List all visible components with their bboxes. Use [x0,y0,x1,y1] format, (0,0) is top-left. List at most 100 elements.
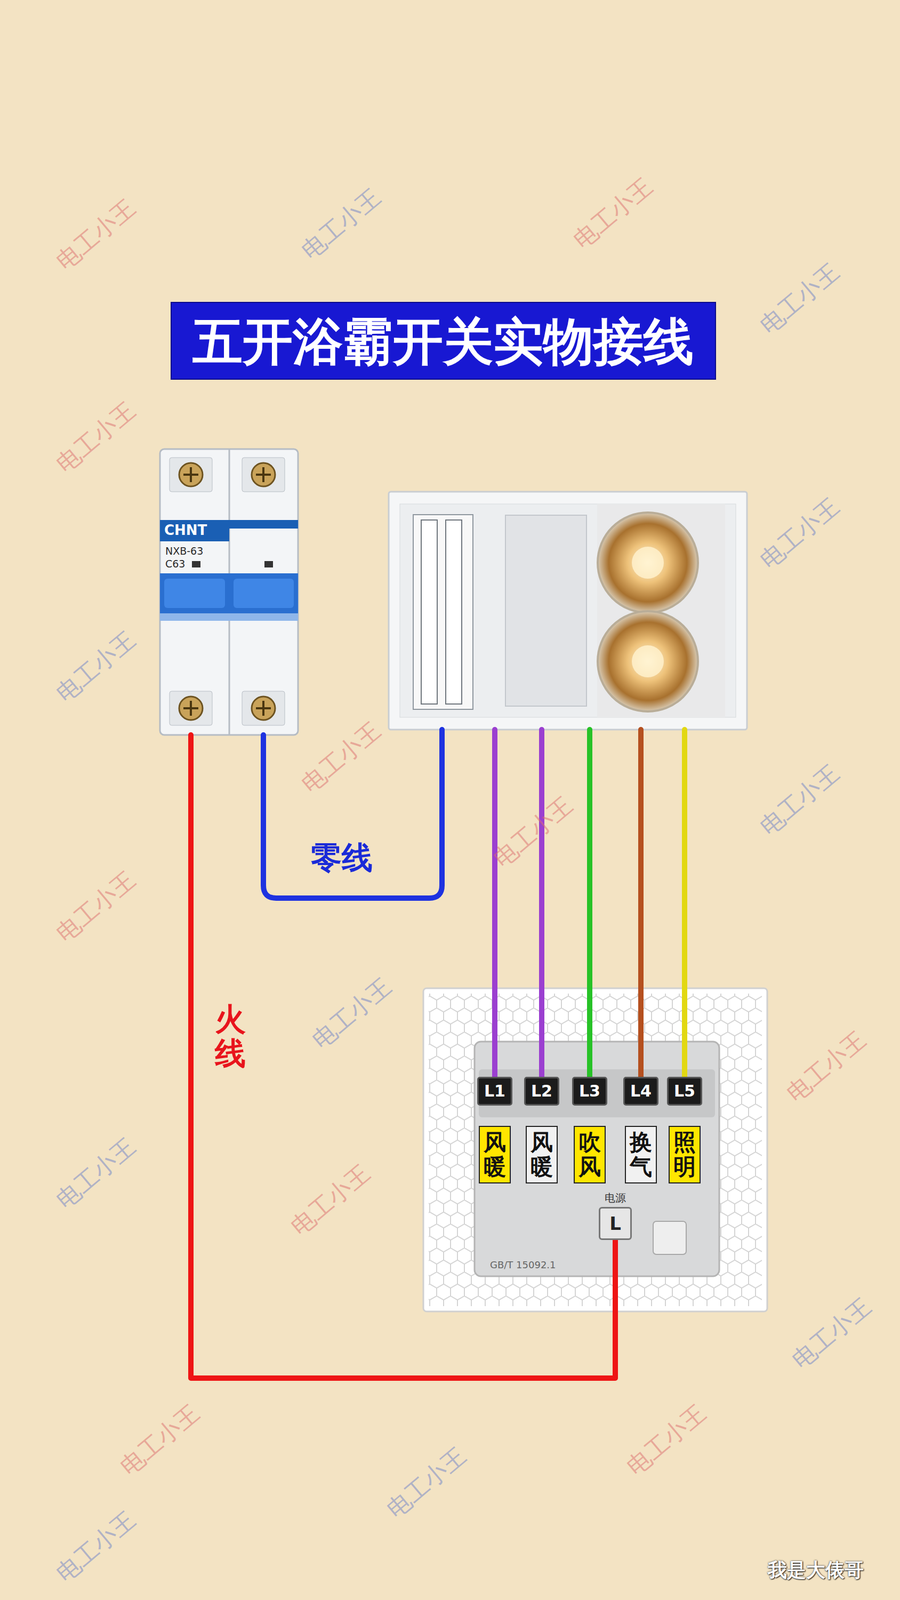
bath-heater-drawing [597,503,726,718]
watermark: 电工小王 [50,1130,143,1216]
bath-heater-drawing [597,512,698,613]
wire [587,729,593,1077]
circuit-breaker-drawing [164,578,225,608]
bath-heater-drawing [399,503,736,718]
bath-heater-drawing [388,491,747,730]
circuit-breaker-drawing [255,700,271,716]
switch-panel-drawing [478,1069,715,1118]
function-name: 风暖 [530,1129,553,1179]
standard-code: GB/T 15092.1 [489,1258,557,1271]
circuit-breaker-drawing [159,573,299,614]
watermark: 电工小王 [785,1290,879,1376]
author-mark: 我是大俵哥 [767,1556,864,1583]
breaker-marking: C63 [165,557,186,570]
watermark: 电工小王 [50,864,143,949]
watermark: 电工小王 [753,757,847,842]
breaker-marking: CHNT [164,521,207,539]
circuit-breaker-drawing [191,560,201,568]
watermark: 电工小王 [753,256,847,341]
terminal-box: L2 [524,1076,560,1106]
function-tag: 换气 [624,1125,657,1184]
circuit-breaker-drawing [183,700,199,716]
terminal-name: L4 [630,1081,652,1101]
function-name: 照明 [673,1129,696,1179]
breaker-marking: NXB-63 [165,544,204,558]
wire-label: 零线 [310,837,373,879]
circuit-breaker-drawing [159,613,299,621]
terminal-box: L5 [667,1076,703,1106]
switch-panel-drawing [423,987,768,1312]
function-tag: 风暖 [478,1125,511,1184]
live-wire [190,734,616,1378]
circuit-breaker-drawing [233,578,294,608]
function-tag: 照明 [668,1125,701,1184]
circuit-breaker-drawing [255,467,271,482]
watermark: 电工小王 [487,789,580,874]
switch-panel-drawing [474,1041,720,1276]
watermark: 电工小王 [50,395,143,480]
bath-heater-drawing [505,515,587,706]
bath-heater-drawing [413,514,473,710]
circuit-breaker-drawing [169,690,213,726]
watermark: 电工小王 [380,1440,473,1525]
switch-panel: GB/T 15092.1L1L2L3L4L5风暖风暖吹风换气照明电源L [423,987,768,1312]
circuit-breaker-drawing [159,519,230,542]
function-tag: 风暖 [525,1125,558,1184]
wire [681,729,688,1077]
watermark: 电工小王 [780,1024,873,1109]
switch-panel-drawing [653,1220,687,1255]
terminal-name: L2 [531,1081,553,1101]
circuit-breaker: CHNT NXB-63C63 [159,448,299,735]
circuit-breaker-drawing [251,462,276,487]
wire [492,729,498,1077]
wire [539,729,545,1077]
bath-heater-drawing [631,645,664,678]
wire [638,729,644,1077]
circuit-breaker-drawing [251,696,276,720]
function-tag: 吹风 [573,1125,606,1184]
circuit-breaker-drawing [183,467,199,482]
circuit-breaker-drawing [169,457,213,492]
watermark: 电工小王 [306,970,399,1056]
power-terminal: 电源L [598,1190,632,1240]
circuit-breaker-drawing [159,448,299,735]
terminal-box: L3 [572,1076,608,1106]
watermark: 电工小王 [50,1504,143,1589]
bath-heater-drawing [631,546,664,579]
bath-heater-drawing [445,519,462,704]
bath-heater-drawing [421,519,438,704]
watermark: 电工小王 [295,181,388,267]
watermark: 电工小王 [284,1157,377,1242]
watermark: 电工小王 [753,491,847,576]
circuit-breaker-drawing [159,448,299,735]
watermark: 电工小王 [50,624,143,709]
watermark: 电工小王 [567,171,660,256]
switch-panel-drawing [428,993,762,1306]
bath-heater-drawing [388,491,747,730]
circuit-breaker-drawing [242,457,285,492]
watermark: 电工小王 [50,192,143,277]
function-name: 换气 [629,1129,653,1179]
watermark: 电工小王 [295,714,388,800]
watermark: 电工小王 [114,1397,207,1482]
terminal-name: L1 [484,1081,506,1101]
terminal-box: L1 [477,1076,513,1106]
terminal-name: L5 [673,1081,696,1101]
wire-label: 火线 [214,1002,246,1071]
circuit-breaker-drawing [179,696,203,720]
circuit-breaker-drawing [179,462,203,487]
function-name: 风暖 [483,1129,506,1179]
terminal-name: L3 [579,1081,601,1101]
watermark: 电工小王 [620,1397,713,1482]
bath-heater-drawing [597,611,698,712]
power-caption: 电源 [598,1190,632,1205]
function-name: 吹风 [578,1129,601,1179]
terminal-name: L [598,1206,632,1240]
circuit-breaker-drawing [229,519,299,529]
circuit-breaker-drawing [264,560,273,568]
title-banner: 五开浴霸开关实物接线 [170,301,717,380]
